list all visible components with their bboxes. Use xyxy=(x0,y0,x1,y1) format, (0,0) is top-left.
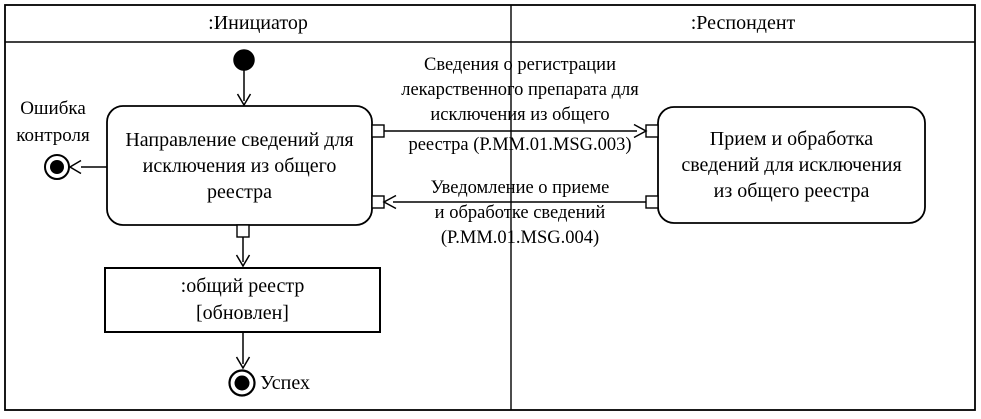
error-final-line-2: контроля xyxy=(16,125,90,146)
error-final-node xyxy=(44,154,70,180)
initiator-action-label: Направление сведений для исключения из о… xyxy=(107,106,372,225)
request-message-line-2: лекарственного препарата для xyxy=(401,80,639,100)
lane-title-respondent: :Респондент xyxy=(511,5,975,42)
request-message-arrowhead-icon xyxy=(633,123,648,139)
request-message-line-3: исключения из общего xyxy=(430,105,610,125)
initiator-action-line-3: реестра xyxy=(207,180,272,203)
success-flow-arrowhead-icon xyxy=(235,356,251,370)
output-pin-registry xyxy=(236,224,250,238)
lane-title-initiator-text: :Инициатор xyxy=(208,12,308,34)
registry-object-line-1: :общий реестр xyxy=(180,275,305,297)
respondent-action-line-1: Прием и обработка xyxy=(709,128,874,150)
lane-title-initiator: :Инициатор xyxy=(5,5,511,42)
success-final-node xyxy=(228,369,256,397)
initiator-action-line-1: Направление сведений для xyxy=(125,128,354,151)
receive-pin-response xyxy=(371,195,385,209)
respondent-action-line-3: из общего реестра xyxy=(713,180,870,202)
success-final-label: Успех xyxy=(260,371,350,396)
request-message-label: Сведения о регистрации лекарственного пр… xyxy=(370,53,670,158)
initial-node xyxy=(233,49,255,71)
initiator-action-line-2: исключения из общего xyxy=(142,154,337,177)
response-message-line-3: (P.MM.01.MSG.004) xyxy=(440,228,600,248)
success-final-label-text: Успех xyxy=(260,372,310,394)
initial-flow-arrowhead-icon xyxy=(236,93,252,107)
request-message-line-4: реестра (P.MM.01.MSG.003) xyxy=(408,135,632,155)
error-final-node-core xyxy=(50,160,64,174)
request-message-line-1: Сведения о регистрации xyxy=(423,55,616,75)
response-message-label: Уведомление о приеме и обработке сведени… xyxy=(385,176,655,251)
respondent-action-label: Прием и обработка сведений для исключени… xyxy=(658,107,925,223)
response-message-line-2: и обработке сведений xyxy=(434,203,606,223)
error-flow-arrowhead-icon xyxy=(68,159,82,175)
registry-flow-arrowhead-icon xyxy=(235,254,251,268)
registry-object-label: :общий реестр [обновлен] xyxy=(105,268,380,332)
swimlane-frame xyxy=(4,4,976,411)
error-final-label: Ошибка контроля xyxy=(2,95,104,149)
respondent-action-box xyxy=(657,106,926,224)
lane-title-respondent-text: :Респондент xyxy=(690,12,796,34)
response-message-arrowhead-icon xyxy=(382,194,397,210)
registry-object-line-2: [обновлен] xyxy=(196,302,289,324)
success-final-node-core xyxy=(234,375,250,391)
error-final-line-1: Ошибка xyxy=(20,98,86,119)
respondent-action-line-2: сведений для исключения xyxy=(681,154,902,176)
response-message-line-1: Уведомление о приеме xyxy=(430,178,610,198)
